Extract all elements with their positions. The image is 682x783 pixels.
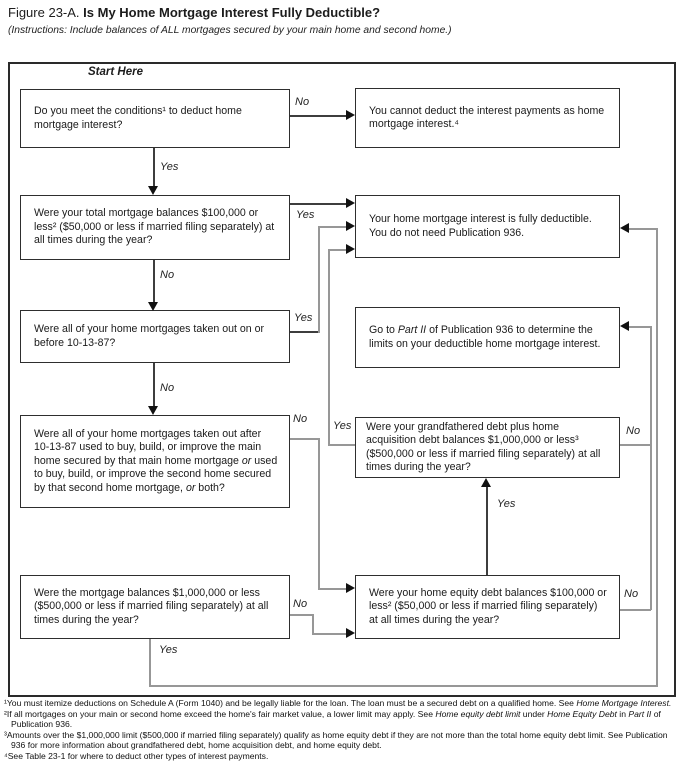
connector-line	[153, 260, 155, 303]
node-conditions-text: Do you meet the conditions¹ to deduct ho…	[34, 105, 242, 131]
connector-line	[629, 228, 657, 230]
node-after-101387: Were all of your home mortgages taken ou…	[20, 415, 290, 508]
connector-line	[656, 228, 658, 686]
node-balances-1m: Were the mortgage balances $1,000,000 or…	[20, 575, 290, 639]
label-no-4: No	[293, 413, 308, 425]
arrowhead-down-icon	[148, 302, 158, 311]
node-before-101387: Were all of your home mortgages taken ou…	[20, 310, 290, 363]
footnote-3: ³Amounts over the $1,000,000 limit ($500…	[4, 729, 668, 751]
footnotes: ¹You must itemize deductions on Schedule…	[4, 698, 678, 762]
connector-line	[149, 639, 151, 686]
label-no-3: No	[160, 382, 175, 394]
node-grandfathered-1m: Were your grandfathered debt plus home a…	[355, 417, 620, 478]
connector-line	[629, 326, 651, 328]
label-yes-5: Yes	[497, 498, 516, 510]
figure-title: Is My Home Mortgage Interest Fully Deduc…	[83, 5, 381, 20]
connector-line	[290, 614, 313, 616]
node-go-to-part-ii-text: Go to Part II of Publication 936 to dete…	[369, 324, 601, 350]
arrowhead-right-icon	[346, 198, 355, 208]
footnote-4: ⁴See Table 23-1 for where to deduct othe…	[4, 750, 269, 761]
node-home-equity-100k: Were your home equity debt balances $100…	[355, 575, 620, 639]
connector-line	[318, 588, 346, 590]
label-yes-3: Yes	[294, 312, 313, 324]
connector-line	[318, 438, 320, 590]
label-no-1: No	[295, 96, 310, 108]
arrowhead-right-icon	[346, 583, 355, 593]
node-go-to-part-ii: Go to Part II of Publication 936 to dete…	[355, 307, 620, 368]
connector-line	[149, 685, 658, 687]
connector-line	[318, 226, 346, 228]
node-cannot-deduct-text: You cannot deduct the interest payments …	[369, 104, 605, 130]
node-before-101387-text: Were all of your home mortgages taken ou…	[34, 323, 265, 349]
start-here-label: Start Here	[88, 66, 143, 78]
footnote-2: ²If all mortgages on your main or second…	[4, 708, 661, 730]
arrowhead-right-icon	[346, 244, 355, 254]
node-conditions: Do you meet the conditions¹ to deduct ho…	[20, 89, 290, 148]
arrowhead-right-icon	[346, 628, 355, 638]
label-yes-6: Yes	[159, 644, 178, 656]
figure-instructions: (Instructions: Include balances of ALL m…	[8, 25, 452, 36]
flowchart-frame: Start Here Do you meet the conditions¹ t…	[8, 62, 676, 697]
connector-line	[312, 614, 314, 635]
arrowhead-down-icon	[148, 186, 158, 195]
connector-line	[318, 226, 320, 333]
connector-line	[328, 249, 346, 251]
figure-header: Figure 23-A. Is My Home Mortgage Interes…	[8, 5, 380, 20]
connector-line	[290, 203, 347, 205]
node-total-balances-100k-text: Were your total mortgage balances $100,0…	[34, 207, 275, 247]
node-cannot-deduct: You cannot deduct the interest payments …	[355, 88, 620, 148]
node-fully-deductible-text: Your home mortgage interest is fully ded…	[369, 213, 592, 239]
connector-line	[328, 444, 355, 446]
node-after-101387-text: Were all of your home mortgages taken ou…	[34, 427, 278, 494]
node-grandfathered-1m-text: Were your grandfathered debt plus home a…	[366, 420, 601, 473]
node-fully-deductible: Your home mortgage interest is fully ded…	[355, 195, 620, 258]
connector-line	[486, 487, 488, 575]
connector-line	[290, 115, 347, 117]
figure-label: Figure 23-A.	[8, 5, 80, 20]
footnote-1: ¹You must itemize deductions on Schedule…	[4, 698, 672, 708]
label-no-7: No	[293, 598, 308, 610]
connector-line	[290, 331, 319, 333]
connector-line	[290, 438, 319, 440]
connector-line	[153, 363, 155, 407]
connector-line	[153, 148, 155, 187]
node-balances-1m-text: Were the mortgage balances $1,000,000 or…	[34, 586, 269, 626]
arrowhead-up-icon	[481, 478, 491, 487]
label-yes-4: Yes	[333, 420, 352, 432]
connector-line	[620, 444, 651, 446]
connector-line	[328, 249, 330, 445]
connector-line	[620, 609, 651, 611]
node-total-balances-100k: Were your total mortgage balances $100,0…	[20, 195, 290, 260]
label-yes-1: Yes	[160, 161, 179, 173]
label-no-6: No	[624, 588, 639, 600]
label-yes-2: Yes	[296, 209, 315, 221]
arrowhead-right-icon	[346, 110, 355, 120]
connector-line	[650, 326, 652, 610]
arrowhead-left-icon	[620, 223, 629, 233]
arrowhead-right-icon	[346, 221, 355, 231]
arrowhead-down-icon	[148, 406, 158, 415]
connector-line	[312, 633, 346, 635]
label-no-5: No	[626, 425, 641, 437]
label-no-2: No	[160, 269, 175, 281]
node-home-equity-100k-text: Were your home equity debt balances $100…	[369, 586, 607, 626]
arrowhead-left-icon	[620, 321, 629, 331]
